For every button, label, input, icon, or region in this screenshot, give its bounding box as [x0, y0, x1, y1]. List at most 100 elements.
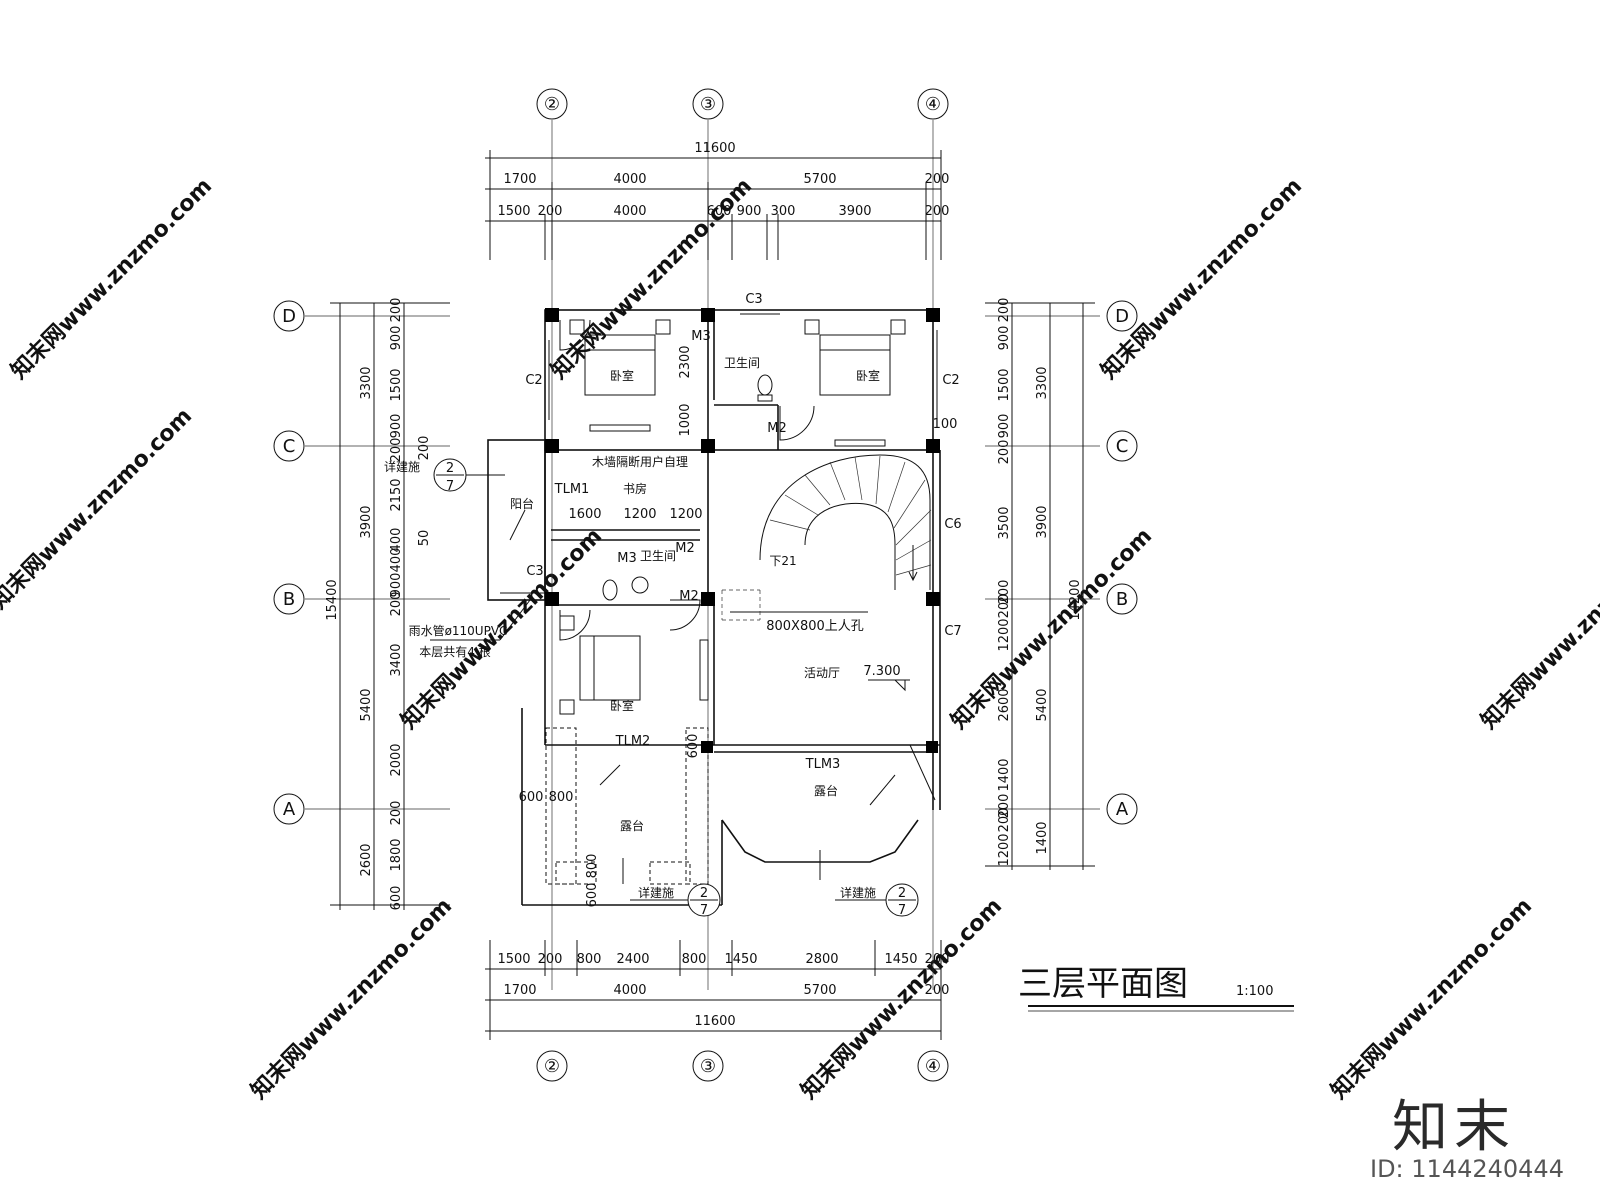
room-bedroom-1: 卧室	[610, 368, 634, 383]
hatch-label: 800X800上人孔	[766, 619, 864, 634]
axis-label: C	[283, 436, 296, 457]
axis-bubbles-left: D C B A	[273, 300, 305, 825]
watermark-text: 知末网www.znzmo.com	[796, 893, 1007, 1104]
axis-label: D	[282, 306, 296, 327]
dim-label: 200	[997, 794, 1012, 819]
room-bathroom-2: 卫生间	[640, 549, 676, 563]
dim-label: 600	[686, 734, 701, 759]
room-labels: 卧室 卫生间 卧室 木墙隔断用户自理 书房 阳台 卫生间 下21 800X800…	[384, 356, 901, 900]
dim-label: 200	[389, 438, 404, 463]
door-swings	[559, 319, 936, 801]
dim-label: 3300	[359, 366, 374, 399]
axis-bubbles-bottom: ② ③ ④	[536, 1050, 949, 1082]
dim-label: 900	[389, 414, 404, 439]
interior-dimensions: 1600 1200 1200 2300 1000 100 600 800 600…	[519, 345, 958, 907]
axis-label: A	[283, 799, 296, 820]
dim-label: 2800	[805, 952, 838, 967]
dim-label: 3400	[389, 643, 404, 676]
code-tlm3: TLM3	[805, 757, 841, 772]
dim-label: 200	[925, 204, 950, 219]
dim-label: 900	[737, 204, 762, 219]
dim-label: 1500	[497, 204, 530, 219]
partition-note: 木墙隔断用户自理	[592, 454, 688, 469]
watermark-text: 知末网www.znzmo.com	[1096, 173, 1307, 384]
dim-label: 800	[585, 854, 600, 879]
detail-note: 详建施	[638, 885, 674, 900]
axis-label: A	[1116, 799, 1129, 820]
room-terrace-1: 露台	[814, 783, 838, 798]
spiral-staircase	[759, 454, 932, 590]
dim-label: 1500	[497, 952, 530, 967]
axis-label: ③	[700, 1056, 716, 1077]
dim-label: 400	[389, 528, 404, 553]
room-hall: 活动厅	[804, 666, 840, 680]
dim-label: 200	[538, 204, 563, 219]
stair-label: 下21	[769, 554, 796, 568]
dim-label: 15400	[325, 579, 340, 620]
dim-label: 1450	[724, 952, 757, 967]
code-tlm1: TLM1	[554, 482, 590, 497]
dim-label: 5400	[1035, 688, 1050, 721]
drawing-title-name: 三层平面图	[1018, 964, 1188, 1004]
axis-label: D	[1115, 306, 1129, 327]
dim-label: 900	[997, 326, 1012, 351]
code-c6: C6	[944, 517, 961, 532]
dim-label: 200	[997, 580, 1012, 605]
pipe-count-note: 本层共有4 根	[419, 645, 490, 659]
code-m2: M2	[767, 421, 787, 436]
dim-label: 900	[997, 414, 1012, 439]
dim-label: 50	[417, 530, 432, 547]
dim-label: 1400	[997, 758, 1012, 791]
axis-label: ④	[925, 1056, 941, 1077]
axis-label: ②	[544, 1056, 560, 1077]
dim-label: 300	[771, 204, 796, 219]
dim-label: 1800	[389, 838, 404, 871]
dim-label: 200	[925, 172, 950, 187]
dim-label: 3900	[1035, 505, 1050, 538]
watermark-text: 知末网www.znzmo.com	[6, 173, 217, 384]
dim-label: 1200	[997, 618, 1012, 651]
watermark-text: 知末网www.znzmo.com	[1326, 893, 1537, 1104]
dim-label: 100	[933, 417, 958, 432]
dim-label: 1400	[1035, 821, 1050, 854]
dim-label: 3900	[359, 505, 374, 538]
left-dimension-chains: 15400 3300 3900 5400 2600 200 900 1500 9…	[325, 298, 450, 910]
dim-label: 5700	[803, 172, 836, 187]
dim-label: 4000	[613, 983, 646, 998]
axis-label: ④	[925, 94, 941, 115]
detail-mark-bottom: 7	[898, 903, 906, 918]
dim-label: 800	[682, 952, 707, 967]
code-c7: C7	[944, 624, 961, 639]
dim-label: 200	[997, 808, 1012, 833]
dim-label: 900	[389, 326, 404, 351]
detail-mark-bottom: 7	[700, 903, 708, 918]
dim-label: 4000	[613, 204, 646, 219]
elevation-mark: 7.300	[863, 664, 900, 679]
dim-label: 1500	[389, 368, 404, 401]
dim-label: 5700	[803, 983, 836, 998]
axis-bubbles-top: ② ③ ④	[536, 88, 949, 120]
dim-label: 200	[538, 952, 563, 967]
dim-label: 2300	[678, 345, 693, 378]
code-m3: M3	[691, 329, 711, 344]
dim-label: 11600	[694, 141, 735, 156]
watermark-text: 知末网www.znzmo.com	[246, 893, 457, 1104]
code-tlm2: TLM2	[615, 734, 651, 749]
axis-lines	[305, 120, 1100, 990]
detail-mark-bottom: 7	[446, 479, 454, 494]
code-m2: M2	[675, 541, 695, 556]
dim-label: 1450	[884, 952, 917, 967]
dim-label: 200	[389, 592, 404, 617]
detail-note: 详建施	[840, 885, 876, 900]
dim-label: 1700	[503, 983, 536, 998]
right-dimension-chains: 14200 3300 3900 5400 1400 200 900 1500 9…	[985, 298, 1095, 870]
dim-label: 2600	[997, 688, 1012, 721]
columns	[545, 308, 940, 753]
room-bedroom-3: 卧室	[610, 698, 634, 713]
dim-label: 200	[925, 983, 950, 998]
axis-label: B	[1116, 589, 1128, 610]
window-marks	[544, 309, 938, 420]
dim-label: 1000	[678, 403, 693, 436]
dim-label: 1600	[568, 507, 601, 522]
dim-label: 11600	[694, 1014, 735, 1029]
